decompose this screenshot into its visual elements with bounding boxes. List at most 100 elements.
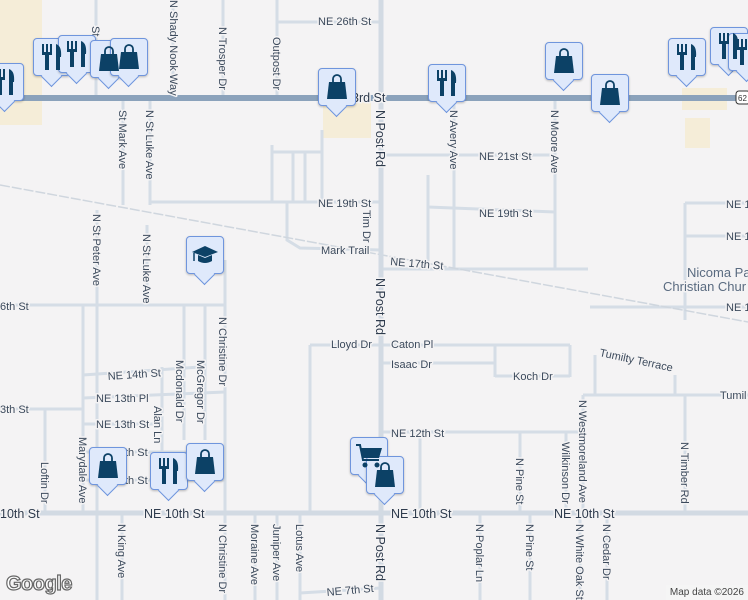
street-label: N Pine St [523, 524, 535, 570]
street-label: N Christine Dr [216, 524, 228, 593]
shopping-marker[interactable] [186, 443, 224, 481]
street-label: Loftin Dr [38, 462, 50, 504]
school-marker[interactable] [186, 236, 224, 274]
fork-knife-icon [737, 39, 747, 65]
street-label: Tim Dr [360, 210, 372, 243]
street-label: N King Ave [115, 524, 127, 578]
street-label: McGregor Dr [194, 360, 206, 424]
street-label: Tumil [720, 390, 746, 402]
street-label: NE 1 [726, 231, 748, 243]
street-label: 3th St [0, 404, 29, 416]
street-label: NE 17th St [390, 256, 444, 273]
street-label: N Pine St [513, 458, 525, 504]
street-label: NE 14th St [107, 367, 161, 383]
shopping-marker[interactable] [89, 447, 127, 485]
shopping-bag-icon [99, 46, 119, 71]
street-label: Mcdonald Dr [173, 360, 185, 423]
shopping-marker[interactable] [545, 42, 583, 80]
fork-knife-icon [159, 458, 179, 484]
fork-knife-icon [719, 33, 739, 59]
restaurant-marker[interactable] [0, 63, 24, 101]
street-label: Moraine Ave [248, 524, 260, 585]
fork-knife-icon [67, 41, 87, 67]
street-label: NE 12th St [391, 428, 444, 440]
fork-knife-icon [42, 44, 62, 70]
street-label: Isaac Dr [391, 359, 432, 371]
street-label: N Post Rd [373, 110, 387, 167]
poi-label: Christian Chur [663, 279, 747, 294]
street-label: Koch Dr [513, 371, 553, 383]
restaurant-marker[interactable] [150, 452, 188, 490]
street-label: N Post Rd [373, 524, 387, 581]
street-label: Outpost Dr [270, 37, 282, 91]
fork-knife-icon [437, 70, 457, 96]
street-label: 3rd St [352, 91, 386, 105]
street-label: NE 13th St [96, 419, 149, 431]
street-label: 6th St [0, 301, 29, 313]
shopping-marker[interactable] [591, 74, 629, 112]
street-label: N Westmoreland Ave [576, 400, 588, 503]
street-label: NE 26th St [318, 16, 371, 28]
shopping-bag-icon [327, 74, 347, 99]
street-label: N Moore Ave [548, 110, 560, 173]
street-label: N Trosper Dr [216, 27, 228, 90]
street-label: N Shady Nook Way [167, 0, 179, 96]
street-label: N St Luke Ave [140, 234, 152, 304]
shopping-bag-icon [375, 462, 395, 487]
street-label: Caton Pl [391, 339, 433, 351]
route-number: 62 [738, 94, 747, 103]
shopping-bag-icon [119, 44, 139, 69]
street-label: NE 1 [726, 302, 748, 314]
shopping-marker[interactable] [366, 456, 404, 494]
street-label: Marydale Ave [76, 437, 88, 503]
street-label: N Timber Rd [678, 442, 690, 504]
street-label: Lotus Ave [293, 524, 305, 572]
map-attribution[interactable]: Map data ©2026 [665, 585, 748, 600]
street-label: NE 13th Pl [96, 393, 149, 405]
street-label: St Mark Ave [116, 110, 128, 169]
railroad [0, 184, 748, 323]
street-label: N St Luke Ave [143, 110, 155, 180]
fork-knife-icon [677, 44, 697, 70]
street-label: th St [125, 447, 148, 459]
restaurant-marker[interactable] [428, 64, 466, 102]
street-label: N Christine Dr [216, 317, 228, 386]
street-label: N Cedar Dr [600, 524, 612, 580]
street-label: N White Oak St [573, 524, 585, 600]
shopping-cart-icon [356, 444, 382, 468]
graduation-cap-icon [192, 246, 218, 263]
street-label: NE 10th St [554, 507, 615, 521]
street-label: NE 7th St [326, 583, 374, 599]
shopping-bag-icon [98, 453, 118, 478]
street-label: N Poplar Ln [473, 524, 485, 582]
street-label: 10th St [0, 507, 40, 521]
street-label: N Post Rd [373, 278, 387, 335]
street-label: Alan Ln [151, 406, 163, 443]
street-label: NE 21st St [479, 151, 532, 163]
street-label: NE 19th St [318, 198, 371, 210]
street-label: Mark Trail [321, 245, 369, 257]
restaurant-marker[interactable] [668, 38, 706, 76]
street-label: NE 10th St [144, 507, 205, 521]
route-shield [735, 90, 748, 105]
street-label: Tumilty Terrace [598, 347, 673, 374]
street-label: N St Peter Ave [90, 214, 102, 286]
street-label: NE 10th St [391, 507, 452, 521]
street-label: NE 19th St [479, 208, 532, 220]
google-logo: Google [5, 572, 73, 595]
shopping-bag-icon [195, 449, 215, 474]
street-label: th St [125, 475, 148, 487]
street-label: NE 1 [726, 199, 748, 211]
fork-knife-icon [0, 69, 15, 95]
shopping-bag-icon [600, 80, 620, 105]
street-label: Lloyd Dr [331, 339, 372, 351]
street-label: Juniper Ave [270, 524, 282, 581]
shopping-marker[interactable] [318, 68, 356, 106]
shopping-bag-icon [554, 48, 574, 73]
street-label: N Avery Ave [447, 110, 459, 170]
shopping-marker[interactable] [110, 38, 148, 76]
street-label: Wilkinson Dr [559, 442, 571, 504]
poi-label: Nicoma Pa [687, 265, 748, 280]
